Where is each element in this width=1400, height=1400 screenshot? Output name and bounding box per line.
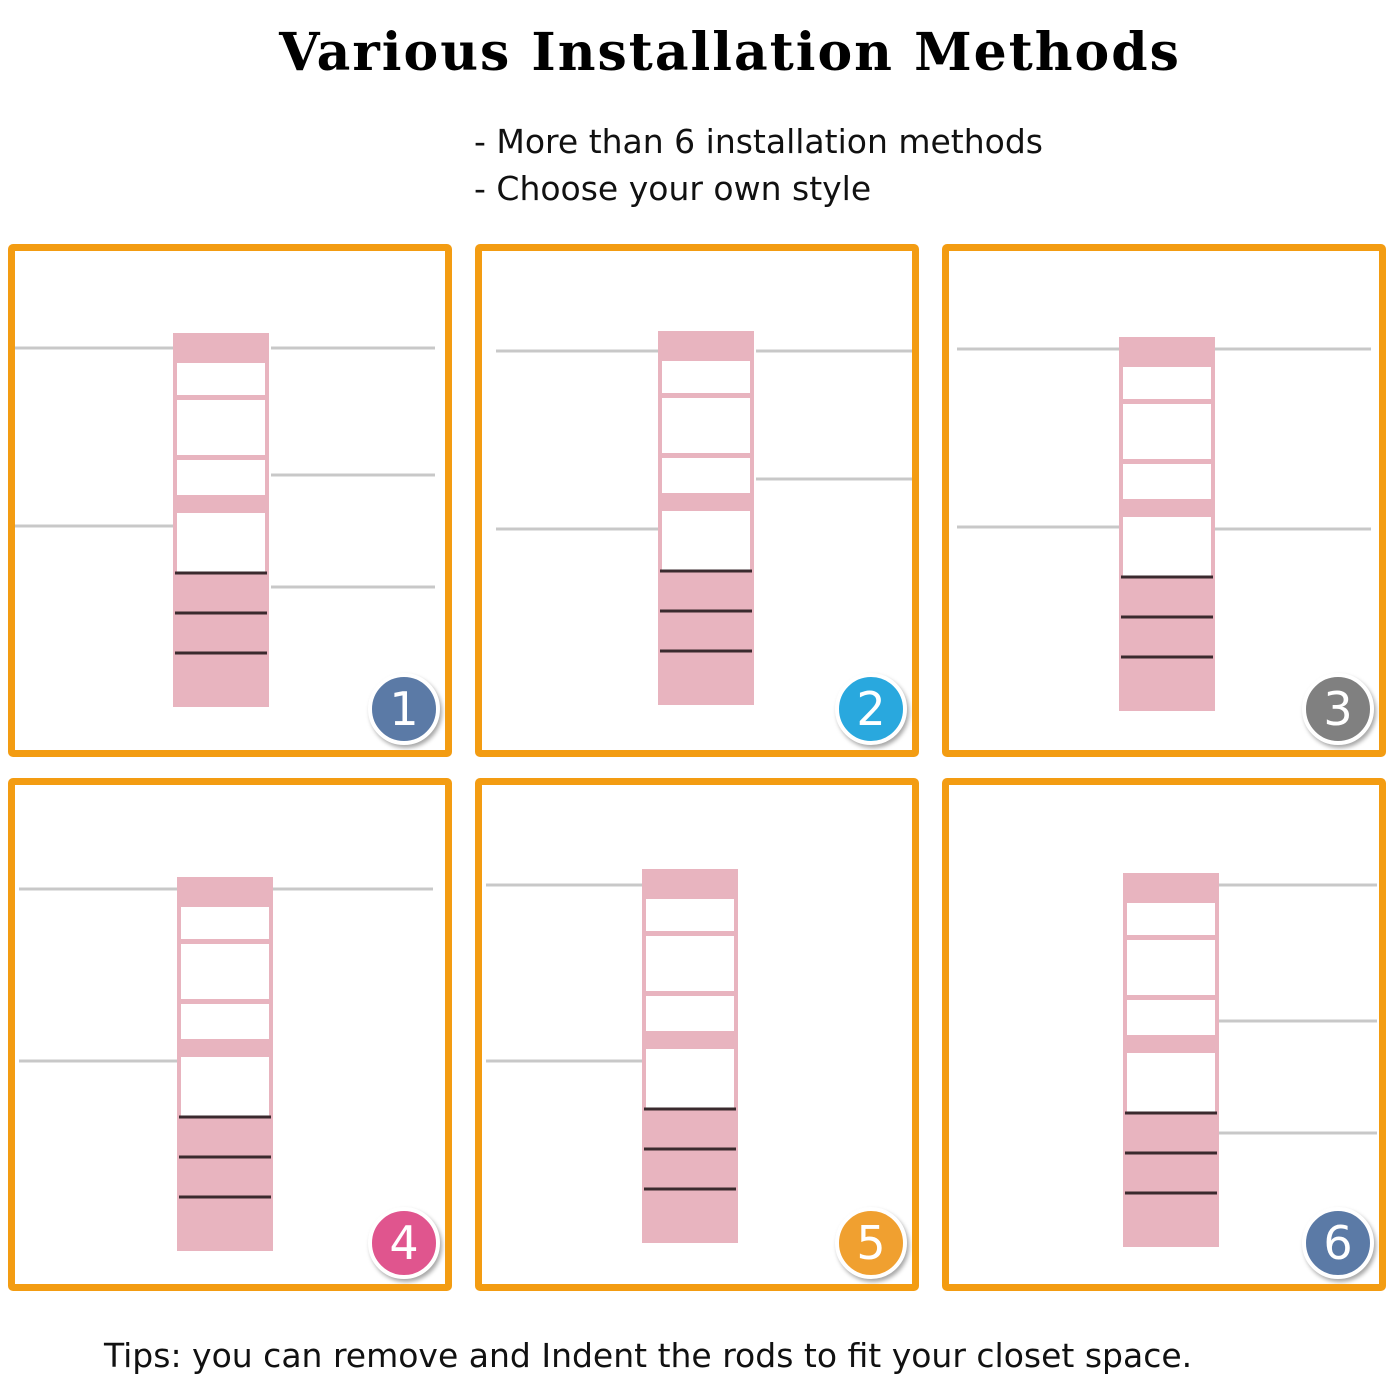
drawer: [1125, 1193, 1217, 1233]
divider-shelf: [179, 1039, 271, 1057]
method-number-badge: 3: [1302, 673, 1374, 745]
base-plinth: [179, 1237, 271, 1249]
closet-tower-unit: [173, 333, 269, 707]
method-number-badge: 1: [368, 673, 440, 745]
divider-shelf: [175, 495, 267, 513]
drawer: [175, 573, 267, 613]
drawer: [1125, 1153, 1217, 1193]
closet-illustration: [19, 877, 433, 1251]
drawer: [179, 1157, 271, 1197]
divider-shelf: [644, 1031, 736, 1049]
top-shelf: [179, 879, 271, 907]
closet-illustration: [486, 869, 738, 1243]
shelf: [175, 395, 267, 400]
method-panel-6: 6: [942, 778, 1386, 1291]
feature-list: - More than 6 installation methods - Cho…: [474, 118, 1043, 212]
drawer: [644, 1149, 736, 1189]
method-number-badge: 4: [368, 1207, 440, 1279]
drawer: [644, 1109, 736, 1149]
shelf: [1121, 399, 1213, 404]
top-shelf: [1121, 339, 1213, 367]
base-plinth: [1121, 697, 1213, 709]
divider-shelf: [1125, 1035, 1217, 1053]
shelf: [660, 393, 752, 398]
drawer: [175, 613, 267, 653]
divider-shelf: [660, 493, 752, 511]
closet-tower-unit: [177, 877, 273, 1251]
method-panel-1: 1: [8, 244, 452, 757]
shelf: [1125, 995, 1217, 1000]
drawer: [660, 651, 752, 691]
drawer: [179, 1117, 271, 1157]
top-shelf: [644, 871, 736, 899]
drawer: [1121, 617, 1213, 657]
drawer: [1121, 577, 1213, 617]
method-panel-4: 4: [8, 778, 452, 1291]
shelf: [175, 455, 267, 460]
drawer: [660, 571, 752, 611]
drawer: [175, 653, 267, 693]
top-shelf: [660, 333, 752, 361]
base-plinth: [644, 1229, 736, 1241]
drawer: [660, 611, 752, 651]
closet-illustration: [957, 337, 1371, 711]
base-plinth: [1125, 1233, 1217, 1245]
closet-illustration: [15, 333, 435, 707]
closet-tower-unit: [642, 869, 738, 1243]
top-shelf: [175, 335, 267, 363]
feature-item: - Choose your own style: [474, 169, 872, 208]
shelf: [179, 999, 271, 1004]
method-number-badge: 5: [835, 1207, 907, 1279]
closet-tower-unit: [1123, 873, 1219, 1247]
closet-tower-unit: [1119, 337, 1215, 711]
tips-text: Tips: you can remove and Indent the rods…: [104, 1336, 1193, 1375]
method-number-badge: 2: [835, 673, 907, 745]
method-number-badge: 6: [1302, 1207, 1374, 1279]
top-shelf: [1125, 875, 1217, 903]
drawer: [1121, 657, 1213, 697]
shelf: [179, 939, 271, 944]
closet-illustration: [1123, 873, 1377, 1247]
feature-item: - More than 6 installation methods: [474, 122, 1043, 161]
method-panel-3: 3: [942, 244, 1386, 757]
closet-illustration: [496, 331, 912, 705]
shelf: [644, 931, 736, 936]
base-plinth: [660, 691, 752, 703]
method-panel-2: 2: [475, 244, 919, 757]
drawer: [644, 1189, 736, 1229]
closet-tower-unit: [658, 331, 754, 705]
method-panel-5: 5: [475, 778, 919, 1291]
divider-shelf: [1121, 499, 1213, 517]
drawer: [1125, 1113, 1217, 1153]
shelf: [660, 453, 752, 458]
drawer: [179, 1197, 271, 1237]
shelf: [1125, 935, 1217, 940]
page-title: Various Installation Methods: [279, 22, 1181, 83]
shelf: [1121, 459, 1213, 464]
shelf: [644, 991, 736, 996]
base-plinth: [175, 693, 267, 705]
